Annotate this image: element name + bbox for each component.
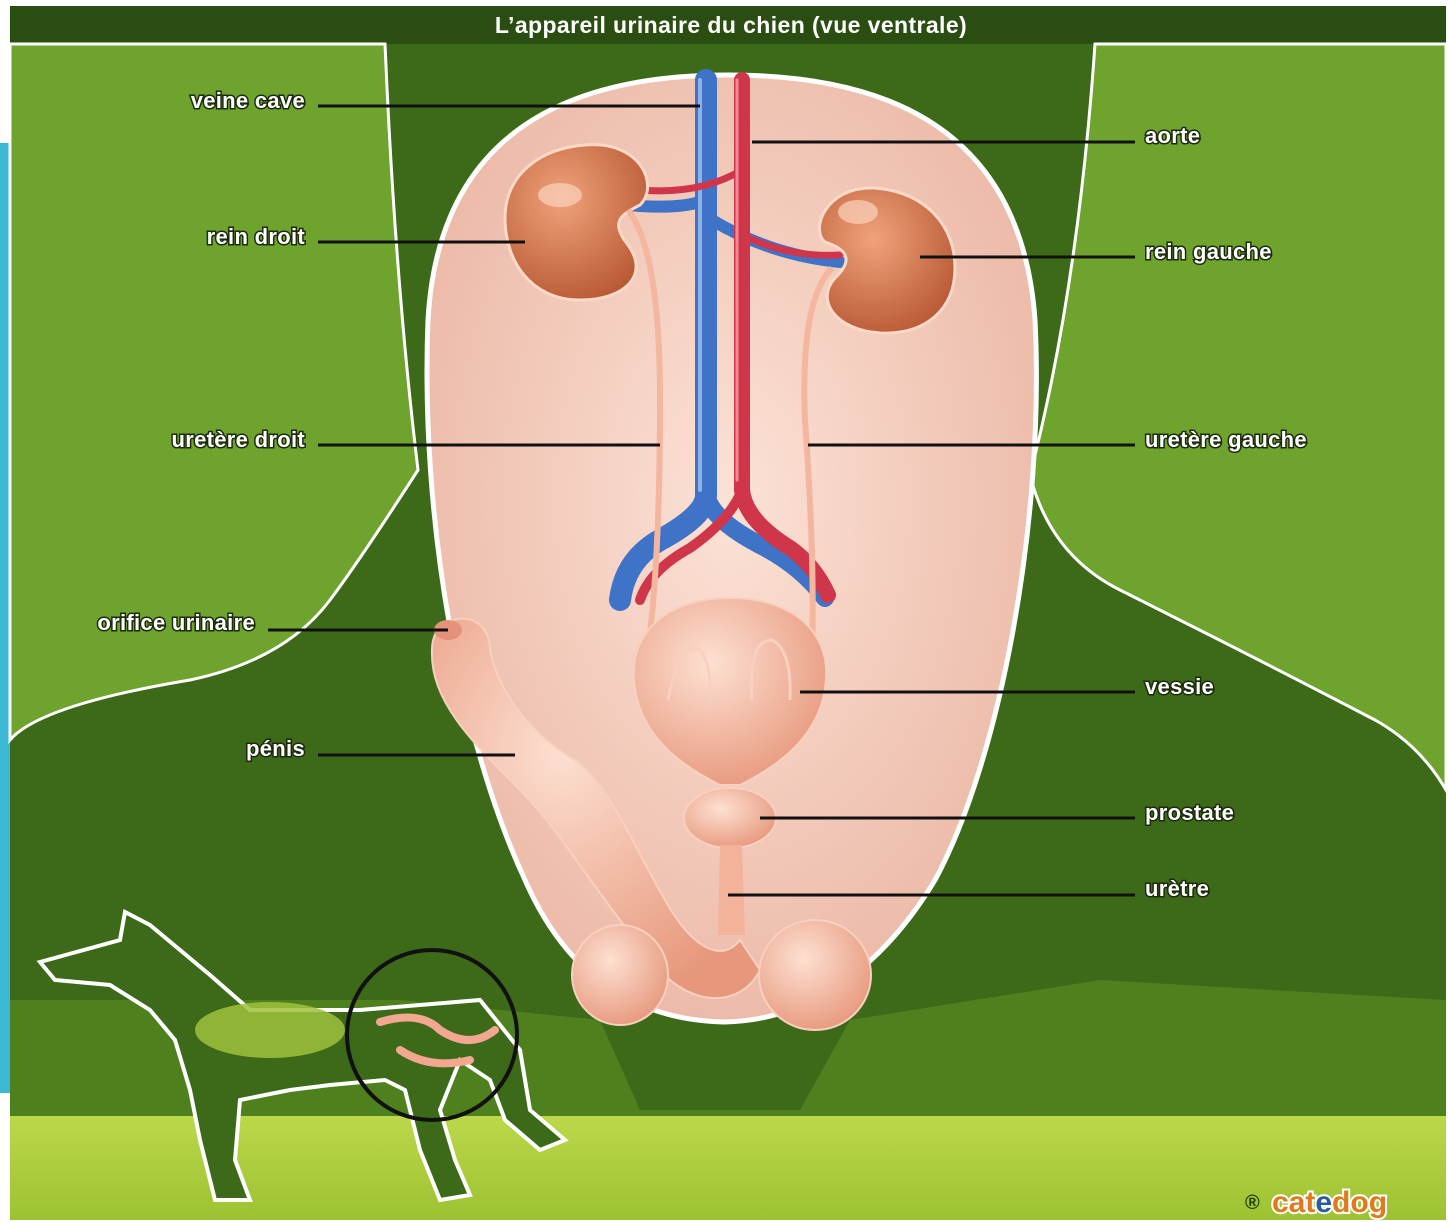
label-rein-gauche: rein gauche	[1145, 239, 1272, 264]
label-uretre: urètre	[1145, 876, 1209, 901]
dog-organs	[195, 1002, 345, 1058]
label-uretere-droit: uretère droit	[172, 427, 306, 452]
brand-name: catedog	[1272, 1186, 1387, 1219]
kidney-left-highlight	[838, 200, 878, 224]
diagram-title: L’appareil urinaire du chien (vue ventra…	[495, 12, 967, 38]
testicle-right	[572, 925, 668, 1025]
label-vessie: vessie	[1145, 674, 1214, 699]
brand-registered-mark: ®	[1245, 1192, 1260, 1214]
label-orifice-urinaire: orifice urinaire	[97, 610, 255, 635]
label-uretere-gauche: uretère gauche	[1145, 427, 1307, 452]
urethra	[718, 845, 745, 935]
label-rein-droit: rein droit	[207, 224, 306, 249]
label-prostate: prostate	[1145, 800, 1234, 825]
testicle-left	[759, 920, 871, 1030]
kidney-right-highlight	[538, 183, 582, 207]
label-aorte: aorte	[1145, 123, 1200, 148]
label-veine-cave: veine cave	[191, 88, 305, 113]
label-penis: pénis	[246, 736, 305, 761]
